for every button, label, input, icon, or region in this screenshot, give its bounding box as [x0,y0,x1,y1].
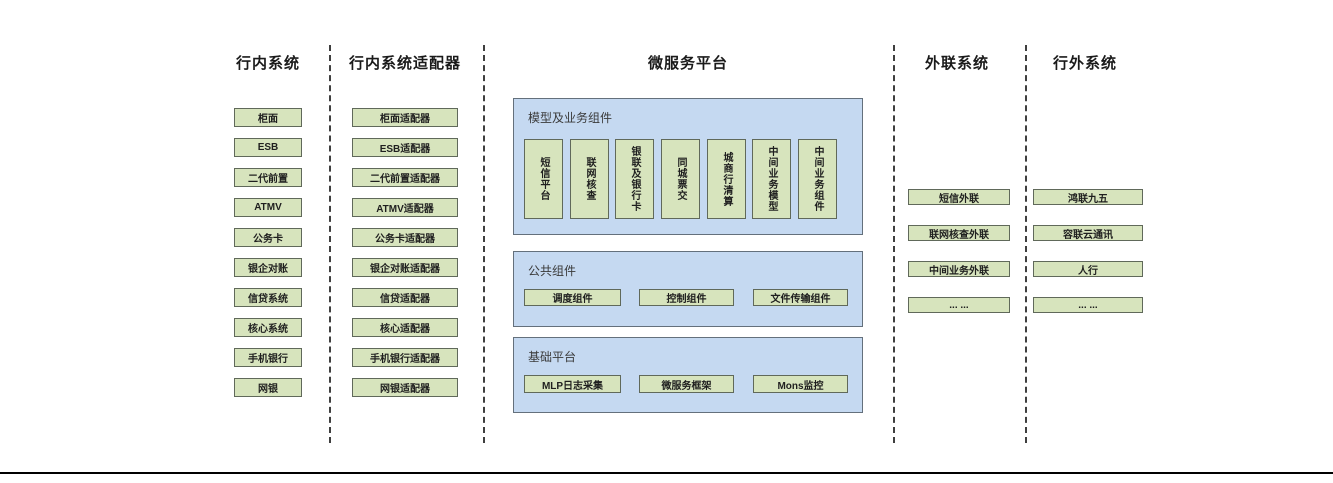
adapter-box: 网银适配器 [352,378,458,397]
component-box: 联网核查 [570,139,609,219]
system-box: 柜面 [234,108,302,127]
system-box: 银企对账 [234,258,302,277]
component-box: 城商行清算 [707,139,746,219]
component-box: 同城票交 [661,139,700,219]
component-box: 微服务框架 [639,375,734,393]
header-outside-systems: 行外系统 [1052,55,1117,72]
system-box: ESB [234,138,302,157]
external-link-box: ... ... [908,297,1010,313]
adapter-box: ESB适配器 [352,138,458,157]
panel-base-platform: 基础平台 MLP日志采集 微服务框架 Mons监控 [513,337,863,413]
outside-system-box: 鸿联九五 [1033,189,1143,205]
panel-common-components: 公共组件 调度组件 控制组件 文件传输组件 [513,251,863,327]
panel-model-business-components: 模型及业务组件 短信平台 联网核查 银联及银行卡 同城票交 城商行清算 中间业务… [513,98,863,235]
header-external-link-systems: 外联系统 [924,55,989,72]
panel-title: 模型及业务组件 [528,111,613,125]
component-box: Mons监控 [753,375,848,393]
header-internal-system-adapters: 行内系统适配器 [348,55,461,72]
component-box: 调度组件 [524,289,621,306]
outside-system-box: 人行 [1033,261,1143,277]
adapter-box: 二代前置适配器 [352,168,458,187]
external-link-box: 短信外联 [908,189,1010,205]
adapter-box: ATMV适配器 [352,198,458,217]
adapter-box: 银企对账适配器 [352,258,458,277]
header-microservice-platform: 微服务平台 [647,55,728,72]
outside-system-box: 容联云通讯 [1033,225,1143,241]
system-box: 手机银行 [234,348,302,367]
dashed-separator-1 [329,45,331,443]
adapter-box: 信贷适配器 [352,288,458,307]
system-box: 二代前置 [234,168,302,187]
panel-title: 公共组件 [528,264,577,278]
system-box: 信贷系统 [234,288,302,307]
component-box: 中间业务组件 [798,139,837,219]
outside-system-box: ... ... [1033,297,1143,313]
external-link-box: 中间业务外联 [908,261,1010,277]
system-box: ATMV [234,198,302,217]
adapter-box: 手机银行适配器 [352,348,458,367]
header-internal-systems: 行内系统 [235,55,300,72]
system-box: 网银 [234,378,302,397]
component-box: 控制组件 [639,289,734,306]
component-box: 文件传输组件 [753,289,848,306]
external-link-box: 联网核查外联 [908,225,1010,241]
adapter-box: 核心适配器 [352,318,458,337]
adapter-box: 柜面适配器 [352,108,458,127]
bottom-border-line [0,472,1333,474]
dashed-separator-4 [1025,45,1027,443]
component-box: MLP日志采集 [524,375,621,393]
component-box: 银联及银行卡 [615,139,654,219]
component-box: 短信平台 [524,139,563,219]
dashed-separator-3 [893,45,895,443]
adapter-box: 公务卡适配器 [352,228,458,247]
panel-title: 基础平台 [528,350,577,364]
dashed-separator-2 [483,45,485,443]
system-box: 核心系统 [234,318,302,337]
component-box: 中间业务模型 [752,139,791,219]
system-box: 公务卡 [234,228,302,247]
